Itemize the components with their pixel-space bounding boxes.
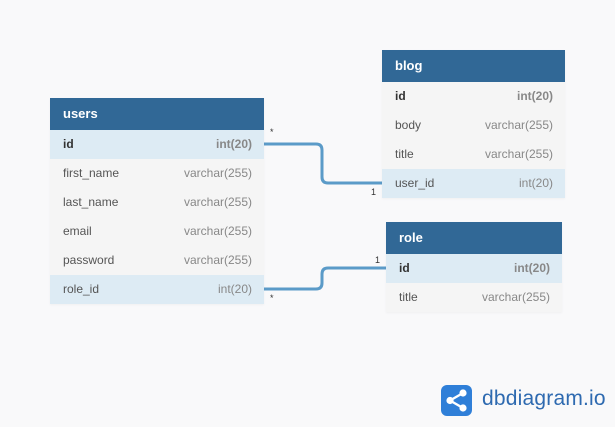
field-type: int(20) (216, 137, 252, 151)
field-name: email (63, 224, 92, 238)
table-header[interactable]: blog (382, 50, 565, 82)
table-blog[interactable]: blog id int(20) body varchar(255) title … (382, 50, 565, 198)
table-header[interactable]: users (50, 98, 264, 130)
table-header[interactable]: role (386, 222, 562, 254)
field-name: title (399, 290, 418, 304)
table-field-row[interactable]: id int(20) (382, 82, 565, 111)
table-field-row[interactable]: last_name varchar(255) (50, 188, 264, 217)
table-role[interactable]: role id int(20) title varchar(255) (386, 222, 562, 312)
field-name: user_id (395, 176, 435, 190)
field-name: id (395, 89, 406, 103)
table-field-row[interactable]: title varchar(255) (386, 283, 562, 312)
field-name: password (63, 253, 115, 267)
field-name: last_name (63, 195, 119, 209)
relationship-users-role[interactable] (264, 266, 386, 291)
field-type: varchar(255) (484, 147, 553, 161)
field-name: title (395, 147, 414, 161)
field-name: role_id (63, 282, 100, 296)
field-type: int(20) (217, 282, 252, 296)
share-nodes-icon (441, 385, 472, 416)
field-name: id (399, 261, 410, 275)
field-name: first_name (63, 166, 120, 180)
field-type: int(20) (518, 176, 553, 190)
table-field-row[interactable]: email varchar(255) (50, 217, 264, 246)
table-field-row[interactable]: password varchar(255) (50, 246, 264, 275)
field-type: varchar(255) (183, 195, 252, 209)
table-field-row[interactable]: title varchar(255) (382, 140, 565, 169)
cardinality-one-role-id: 1 (375, 255, 381, 265)
brand-name: dbdiagram.io (482, 387, 606, 410)
field-type: int(20) (517, 89, 553, 103)
field-name: body (395, 118, 422, 132)
relationship-users-blog[interactable] (264, 142, 382, 185)
table-field-row[interactable]: user_id int(20) (382, 169, 565, 198)
cardinality-many-users-id: * (270, 127, 274, 137)
field-type: varchar(255) (484, 118, 553, 132)
field-name: id (63, 137, 74, 151)
table-field-row[interactable]: body varchar(255) (382, 111, 565, 140)
field-type: int(20) (514, 261, 550, 275)
cardinality-one-blog-user-id: 1 (371, 187, 377, 197)
table-users[interactable]: users id int(20) first_name varchar(255)… (50, 98, 264, 304)
table-field-row[interactable]: id int(20) (50, 130, 264, 159)
table-field-row[interactable]: role_id int(20) (50, 275, 264, 304)
field-type: varchar(255) (183, 253, 252, 267)
field-type: varchar(255) (183, 166, 252, 180)
field-type: varchar(255) (481, 290, 550, 304)
table-field-row[interactable]: first_name varchar(255) (50, 159, 264, 188)
table-field-row[interactable]: id int(20) (386, 254, 562, 283)
cardinality-many-users-role-id: * (270, 293, 274, 303)
field-type: varchar(255) (183, 224, 252, 238)
